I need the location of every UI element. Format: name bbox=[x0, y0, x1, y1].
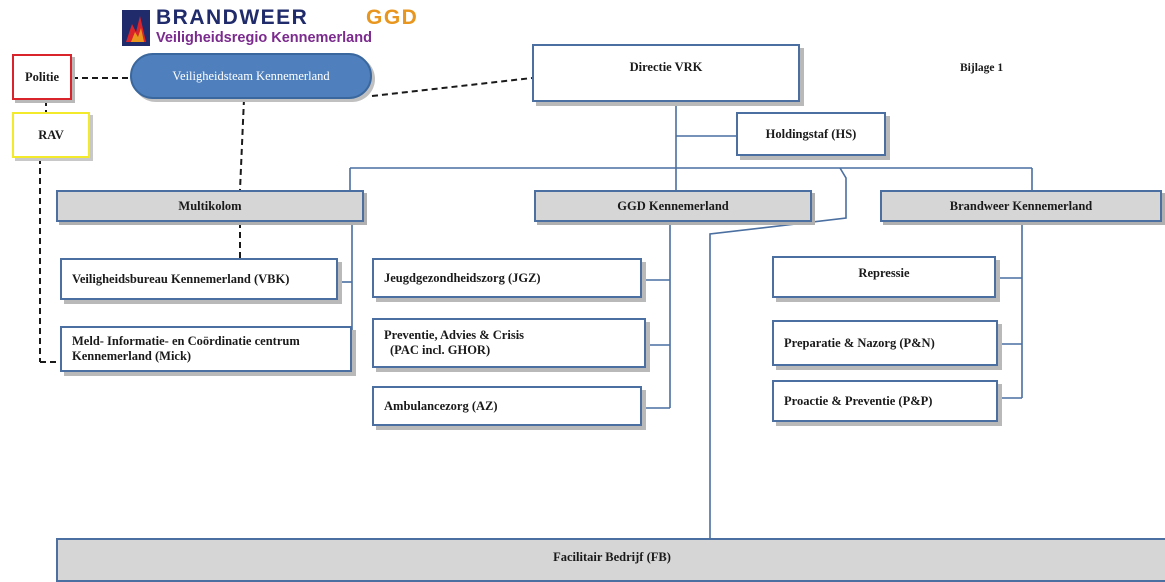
node-pn-label: Preparatie & Nazorg (P&N) bbox=[784, 335, 935, 350]
node-brandweer: Brandweer Kennemerland bbox=[880, 190, 1162, 222]
brand-logo: BRANDWEER GGD Veiligheidsregio Kennemerl… bbox=[122, 6, 442, 50]
node-jgz: Jeugdgezondheidszorg (JGZ) bbox=[372, 258, 642, 298]
node-ggd: GGD Kennemerland bbox=[534, 190, 812, 222]
node-veiligheidsteam: Veiligheidsteam Kennemerland bbox=[130, 53, 372, 99]
node-ggd-label: GGD Kennemerland bbox=[617, 198, 729, 213]
node-brandweer-label: Brandweer Kennemerland bbox=[949, 198, 1093, 213]
node-holdingstaf: Holdingstaf (HS) bbox=[736, 112, 886, 156]
node-directie-label: Directie VRK bbox=[629, 60, 703, 74]
node-mick-label: Meld- Informatie- en Coördinatie centrum… bbox=[72, 334, 300, 363]
node-politie-label: Politie bbox=[24, 69, 59, 84]
node-vbk: Veiligheidsbureau Kennemerland (VBK) bbox=[60, 258, 338, 300]
node-pac: Preventie, Advies & Crisis (PAC incl. GH… bbox=[372, 318, 646, 368]
node-jgz-label: Jeugdgezondheidszorg (JGZ) bbox=[384, 270, 541, 285]
node-politie: Politie bbox=[12, 54, 72, 100]
node-rav: RAV bbox=[12, 112, 90, 158]
node-az: Ambulancezorg (AZ) bbox=[372, 386, 642, 426]
node-rav-label: RAV bbox=[38, 127, 64, 142]
node-pn: Preparatie & Nazorg (P&N) bbox=[772, 320, 998, 366]
node-vbk-label: Veiligheidsbureau Kennemerland (VBK) bbox=[72, 271, 290, 286]
node-multikolom-label: Multikolom bbox=[178, 198, 242, 213]
logo-ggd-text: GGD bbox=[366, 6, 419, 29]
node-veiligheidsteam-label: Veiligheidsteam Kennemerland bbox=[172, 68, 330, 83]
node-facilitair: Facilitair Bedrijf (FB) bbox=[56, 538, 1165, 582]
annex-label: Bijlage 1 bbox=[960, 62, 1004, 74]
node-az-label: Ambulancezorg (AZ) bbox=[384, 398, 498, 413]
node-pac-label: Preventie, Advies & Crisis bbox=[384, 328, 525, 342]
node-pac-sublabel: (PAC incl. GHOR) bbox=[390, 343, 491, 357]
node-mick: Meld- Informatie- en Coördinatie centrum… bbox=[60, 326, 352, 372]
node-directie: Directie VRK bbox=[532, 44, 800, 102]
node-multikolom: Multikolom bbox=[56, 190, 364, 222]
node-pp: Proactie & Preventie (P&P) bbox=[772, 380, 998, 422]
node-holdingstaf-label: Holdingstaf (HS) bbox=[765, 126, 857, 141]
node-repressie-label: Repressie bbox=[858, 266, 910, 280]
node-repressie: Repressie bbox=[772, 256, 996, 298]
logo-brandweer-text: BRANDWEER bbox=[156, 6, 309, 29]
node-facilitair-label: Facilitair Bedrijf (FB) bbox=[553, 550, 671, 564]
logo-subtitle: Veiligheidsregio Kennemerland bbox=[156, 30, 372, 46]
flame-logo-icon bbox=[122, 10, 150, 46]
node-pp-label: Proactie & Preventie (P&P) bbox=[784, 393, 933, 408]
